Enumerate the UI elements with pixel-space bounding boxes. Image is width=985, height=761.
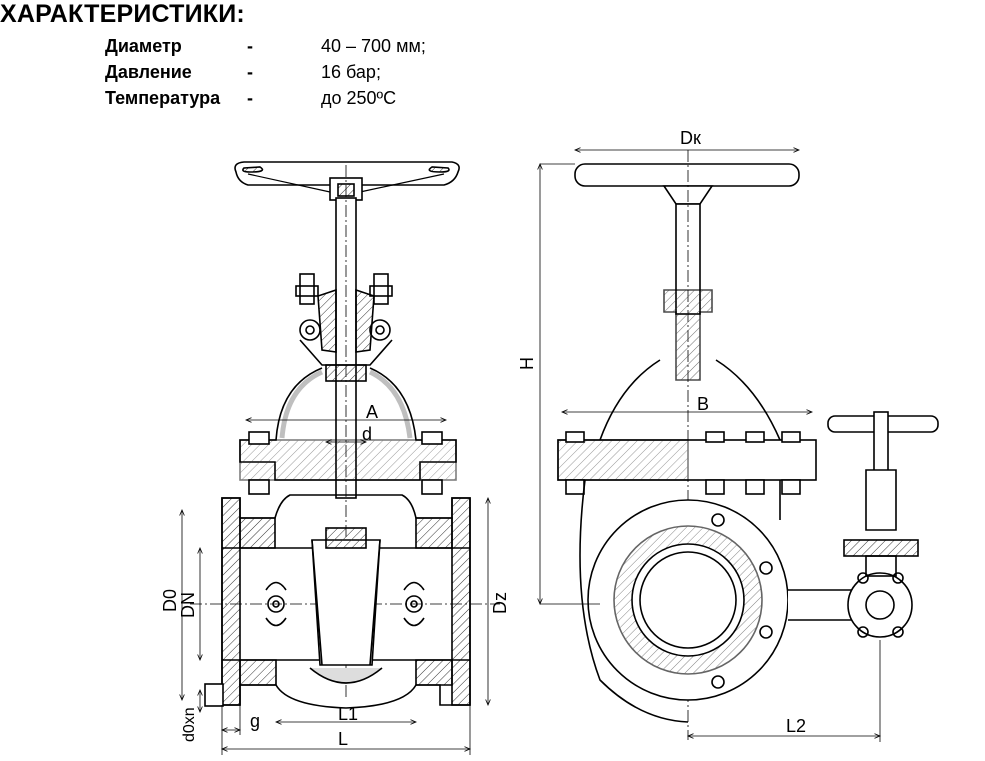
spec-dash: -	[247, 62, 253, 82]
page-title: ХАРАКТЕРИСТИКИ:	[0, 0, 245, 28]
spec-dash: -	[247, 36, 253, 56]
spec-value: 16 бар;	[321, 62, 381, 82]
gland-yoke	[295, 273, 393, 382]
dim-label-b: B	[697, 394, 709, 414]
handwheel-side	[574, 163, 800, 187]
spec-value: до 250ºС	[321, 88, 397, 108]
dim-label-d: d	[362, 424, 372, 444]
dim-label-dn: DN	[178, 592, 198, 618]
front-view	[190, 161, 500, 709]
handwheel-front	[234, 161, 460, 201]
bonnet-bolts	[248, 431, 443, 495]
dim-label-l2: L2	[786, 716, 806, 736]
front-dimensions	[182, 420, 488, 755]
dim-label-l: L	[338, 729, 348, 749]
dim-label-a: A	[366, 402, 378, 422]
dim-label-dk: Dк	[680, 128, 701, 148]
dim-label-d0: D0	[160, 589, 180, 612]
side-bolts	[565, 431, 801, 495]
spec-label: Температура	[105, 88, 221, 108]
side-view	[557, 150, 939, 740]
spec-label: Диаметр	[105, 36, 182, 56]
spec-value: 40 – 700 мм;	[321, 36, 426, 56]
dim-label-d0xn: d0xn	[181, 707, 198, 742]
dim-label-h: H	[517, 357, 537, 370]
dimension-labels: Dк H A B d D0 DN Dz L1 L L2 g d0xn	[160, 128, 806, 749]
side-dimensions	[540, 150, 880, 742]
dim-label-l1: L1	[338, 704, 358, 724]
dim-label-g: g	[250, 711, 260, 731]
spec-label: Давление	[105, 62, 192, 82]
wedge	[311, 539, 381, 666]
spec-dash: -	[247, 88, 253, 108]
dim-label-dz: Dz	[490, 592, 510, 614]
